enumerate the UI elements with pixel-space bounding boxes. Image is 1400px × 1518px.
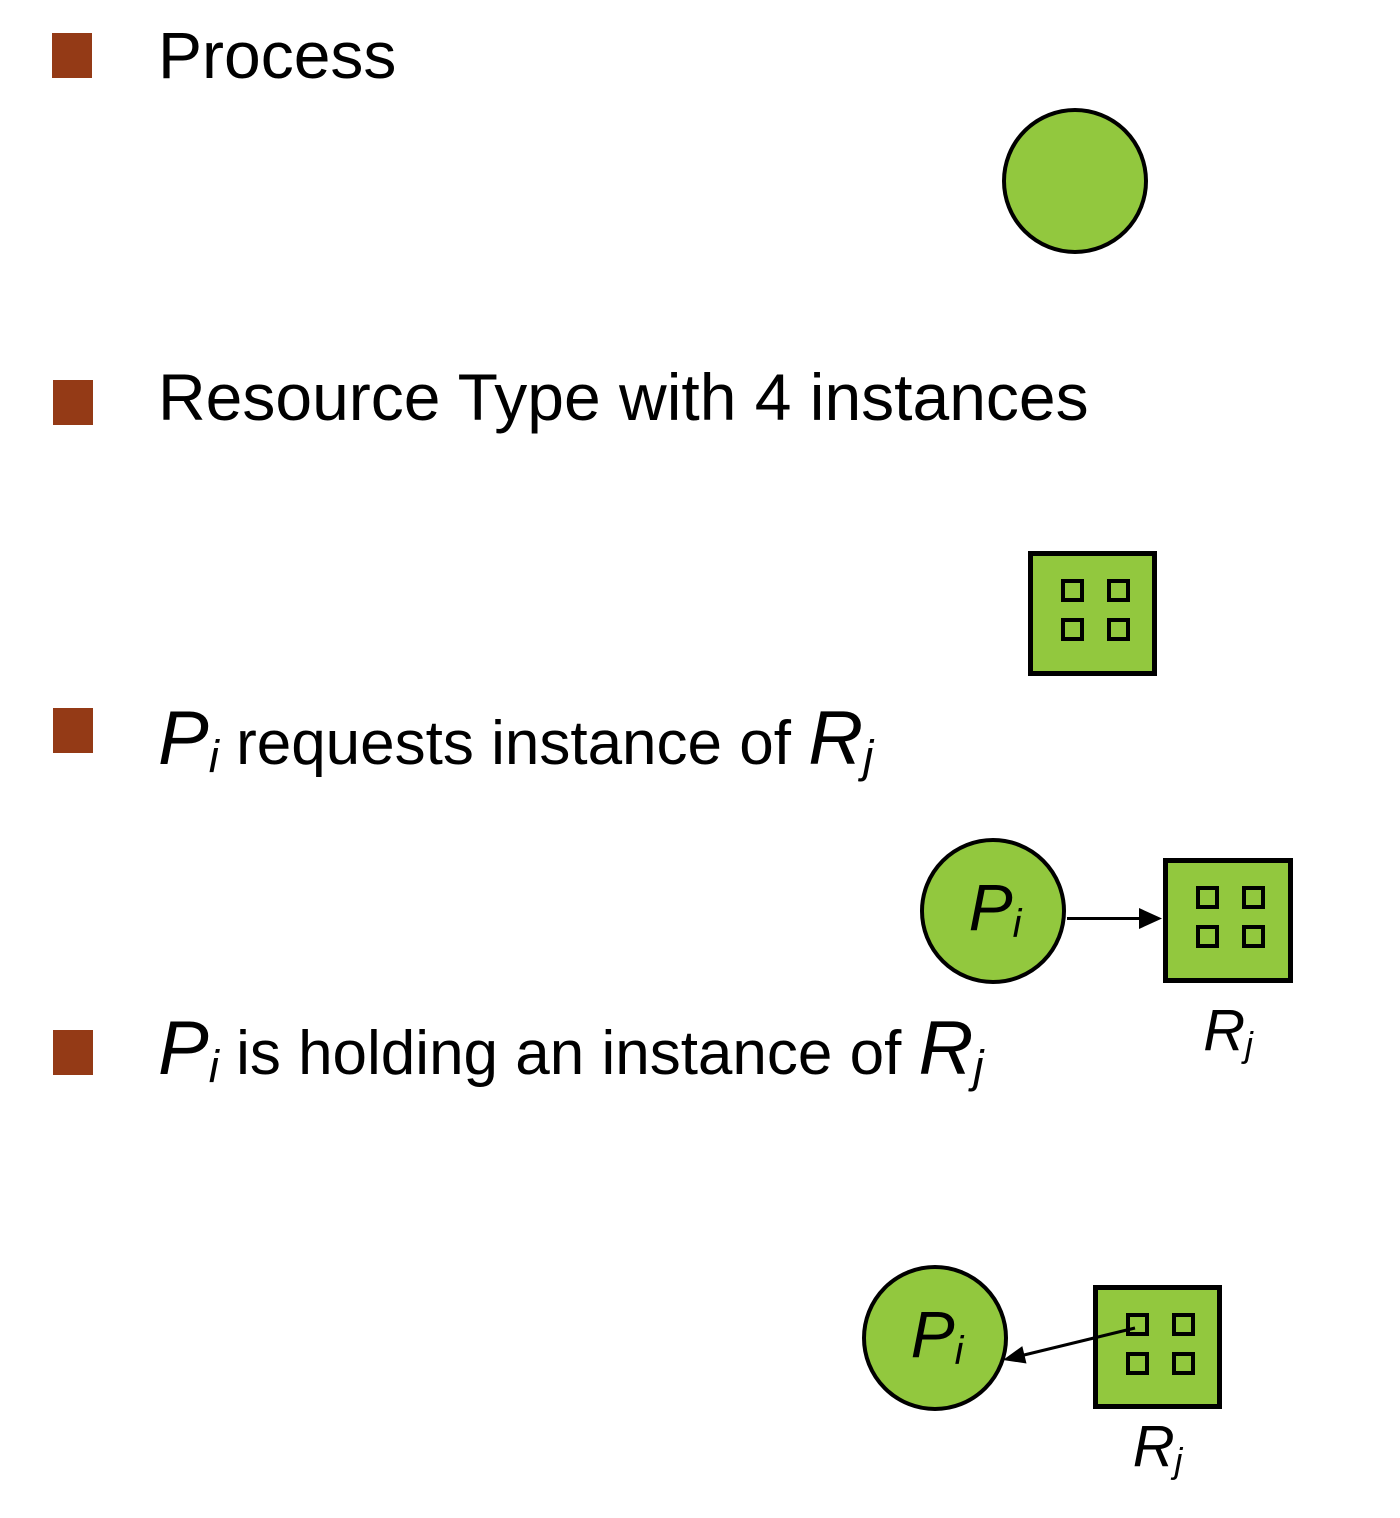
holding-resource-node (1093, 1285, 1222, 1409)
request-process-node: Pi (920, 838, 1066, 984)
resource-instance-square (1196, 886, 1219, 909)
bullet-text-request: Pi requests instance of Rj (158, 698, 873, 785)
resource-node-square (1028, 551, 1157, 676)
request-resource-node (1163, 858, 1293, 983)
bullet-marker (53, 380, 93, 425)
instance-grid (1126, 1313, 1217, 1375)
resource-instance-square (1061, 579, 1084, 602)
resource-instance-square (1242, 925, 1265, 948)
bullet-text: is holding an instance of (218, 1019, 919, 1088)
bullet-text-holding: Pi is holding an instance of Rj (158, 1008, 984, 1095)
resource-variable: Rj (808, 696, 874, 783)
process-node-label: Pi (910, 1297, 964, 1374)
bullet-marker (53, 1030, 93, 1075)
process-variable: Pi (158, 1006, 219, 1093)
assignment-arrow (1003, 1326, 1136, 1364)
resource-instance-square (1107, 579, 1130, 602)
resource-variable: Rj (918, 1006, 984, 1093)
bullet-marker (52, 33, 92, 78)
resource-instance-square (1126, 1352, 1149, 1375)
resource-instance-square (1126, 1313, 1149, 1336)
resource-instance-square (1061, 618, 1084, 641)
bullet-text: Resource Type with 4 instances (158, 360, 1089, 434)
bullet-marker (53, 708, 93, 753)
bullet-text-process: Process (158, 18, 396, 94)
bullet-text-resource-type: Resource Type with 4 instances (158, 360, 1089, 436)
process-node-label: Pi (968, 870, 1022, 947)
resource-instance-square (1172, 1352, 1195, 1375)
resource-instance-square (1196, 925, 1219, 948)
process-variable: Pi (158, 696, 219, 783)
resource-node-label: Rj (1203, 998, 1253, 1065)
instance-grid (1196, 886, 1288, 948)
holding-process-node: Pi (862, 1265, 1008, 1411)
bullet-text: requests instance of (218, 709, 809, 778)
resource-instance-square (1107, 618, 1130, 641)
resource-instance-square (1242, 886, 1265, 909)
resource-node-label: Rj (1132, 1414, 1183, 1481)
instance-grid (1061, 579, 1152, 641)
request-arrow (1067, 908, 1162, 929)
process-node-circle (1002, 108, 1148, 254)
bullet-text: Process (158, 18, 397, 92)
resource-instance-square (1172, 1313, 1195, 1336)
